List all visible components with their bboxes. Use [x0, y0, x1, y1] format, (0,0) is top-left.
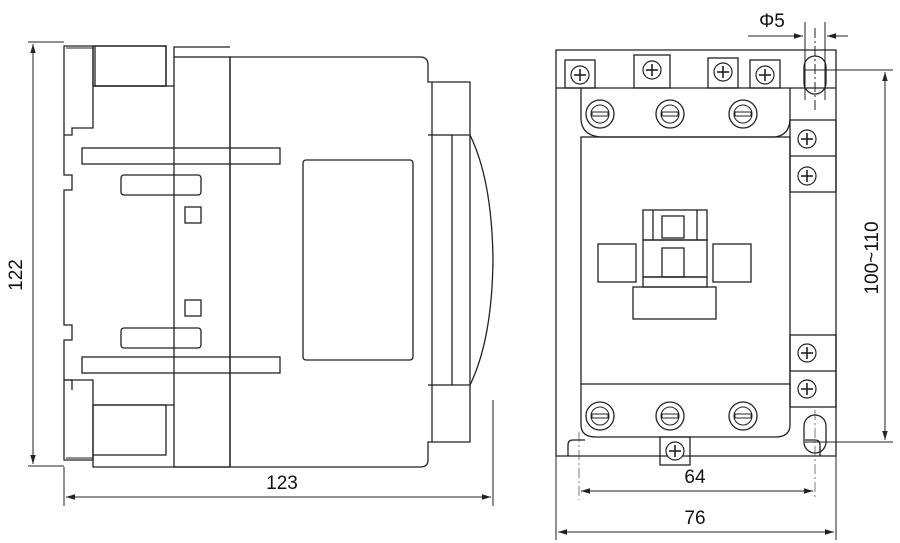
cross-screw-icon [713, 62, 733, 82]
cross-screw-icon [797, 343, 817, 363]
width-dimension: 76 [555, 456, 837, 540]
armature-indicator [597, 209, 752, 320]
slotted-screw-icon [655, 99, 685, 129]
hole-diameter-label: Φ5 [759, 11, 785, 32]
mount-spacing-vertical-dimension: 100~110 [805, 69, 893, 500]
mount-spacing-vertical-label: 100~110 [862, 221, 883, 294]
height-label: 122 [6, 259, 27, 291]
mount-spacing-horizontal-dimension: 64 [578, 432, 813, 500]
width-label: 76 [684, 508, 705, 529]
front-view [555, 49, 837, 466]
side-view [63, 45, 494, 468]
cross-screw-icon [570, 65, 590, 85]
slotted-screw-icon [728, 401, 758, 431]
cross-screw-icon [797, 379, 817, 399]
slotted-screw-icon [655, 401, 685, 431]
mount-spacing-horizontal-label: 64 [684, 467, 706, 488]
slotted-screw-icon [728, 99, 758, 129]
cross-screw-icon [797, 129, 817, 149]
cross-screw-icon [797, 166, 817, 186]
depth-label: 123 [266, 473, 298, 494]
cross-screw-icon [642, 60, 662, 80]
cross-screw-icon [665, 441, 685, 461]
cross-screw-icon [755, 65, 775, 85]
height-dimension: 122 [6, 41, 64, 467]
slotted-screw-icon [585, 401, 615, 431]
hole-diameter-dimension: Φ5 [748, 11, 848, 110]
depth-dimension: 123 [63, 400, 494, 506]
slotted-screw-icon [585, 99, 615, 129]
